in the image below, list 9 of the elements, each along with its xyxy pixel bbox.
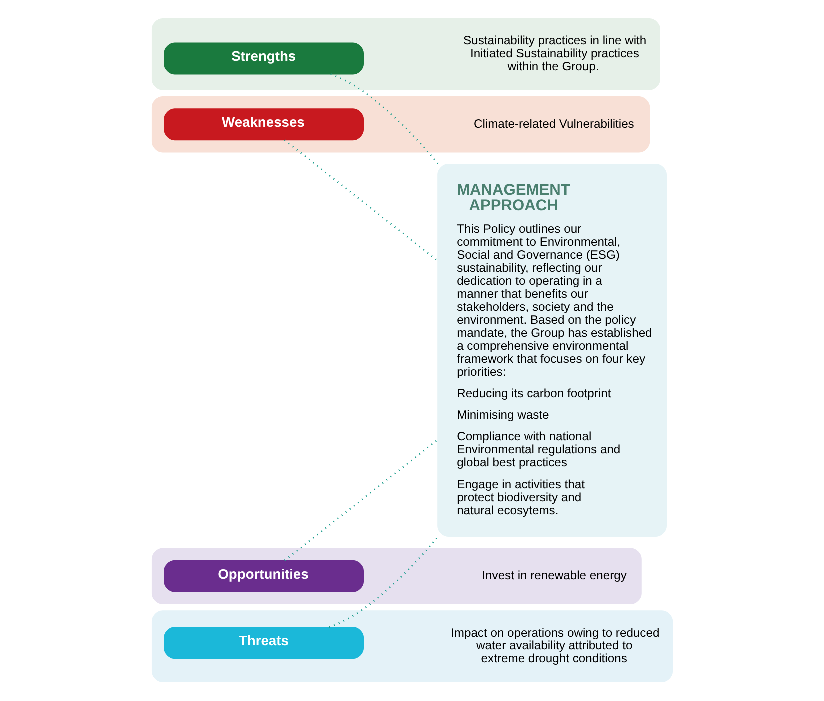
connector [284, 439, 438, 562]
connector [284, 140, 438, 262]
node-box: Strengths [164, 42, 364, 75]
node-box: MANAGEMENT APPROACH This Policy outlines our commitment to Environmental, Social and Governance (ESG) sustainability, reflecting our dedication to operating in a manner that benefits our stakeholders, society and the environment. Based on the policy mandate, the Group has established a comprehensive environmental framework that focuses on four key priorities: Reducing its carbon footprint Minimising waste Compliance with national Environmental regulations and global best practices Engage in activities that protect biodiversity and natural ecosytems. [437, 164, 666, 538]
node-box: Opportunities [164, 560, 364, 592]
node-box: Threats [164, 627, 364, 660]
connector [330, 74, 439, 165]
connector [328, 536, 438, 628]
node-box: Weaknesses [164, 108, 364, 141]
